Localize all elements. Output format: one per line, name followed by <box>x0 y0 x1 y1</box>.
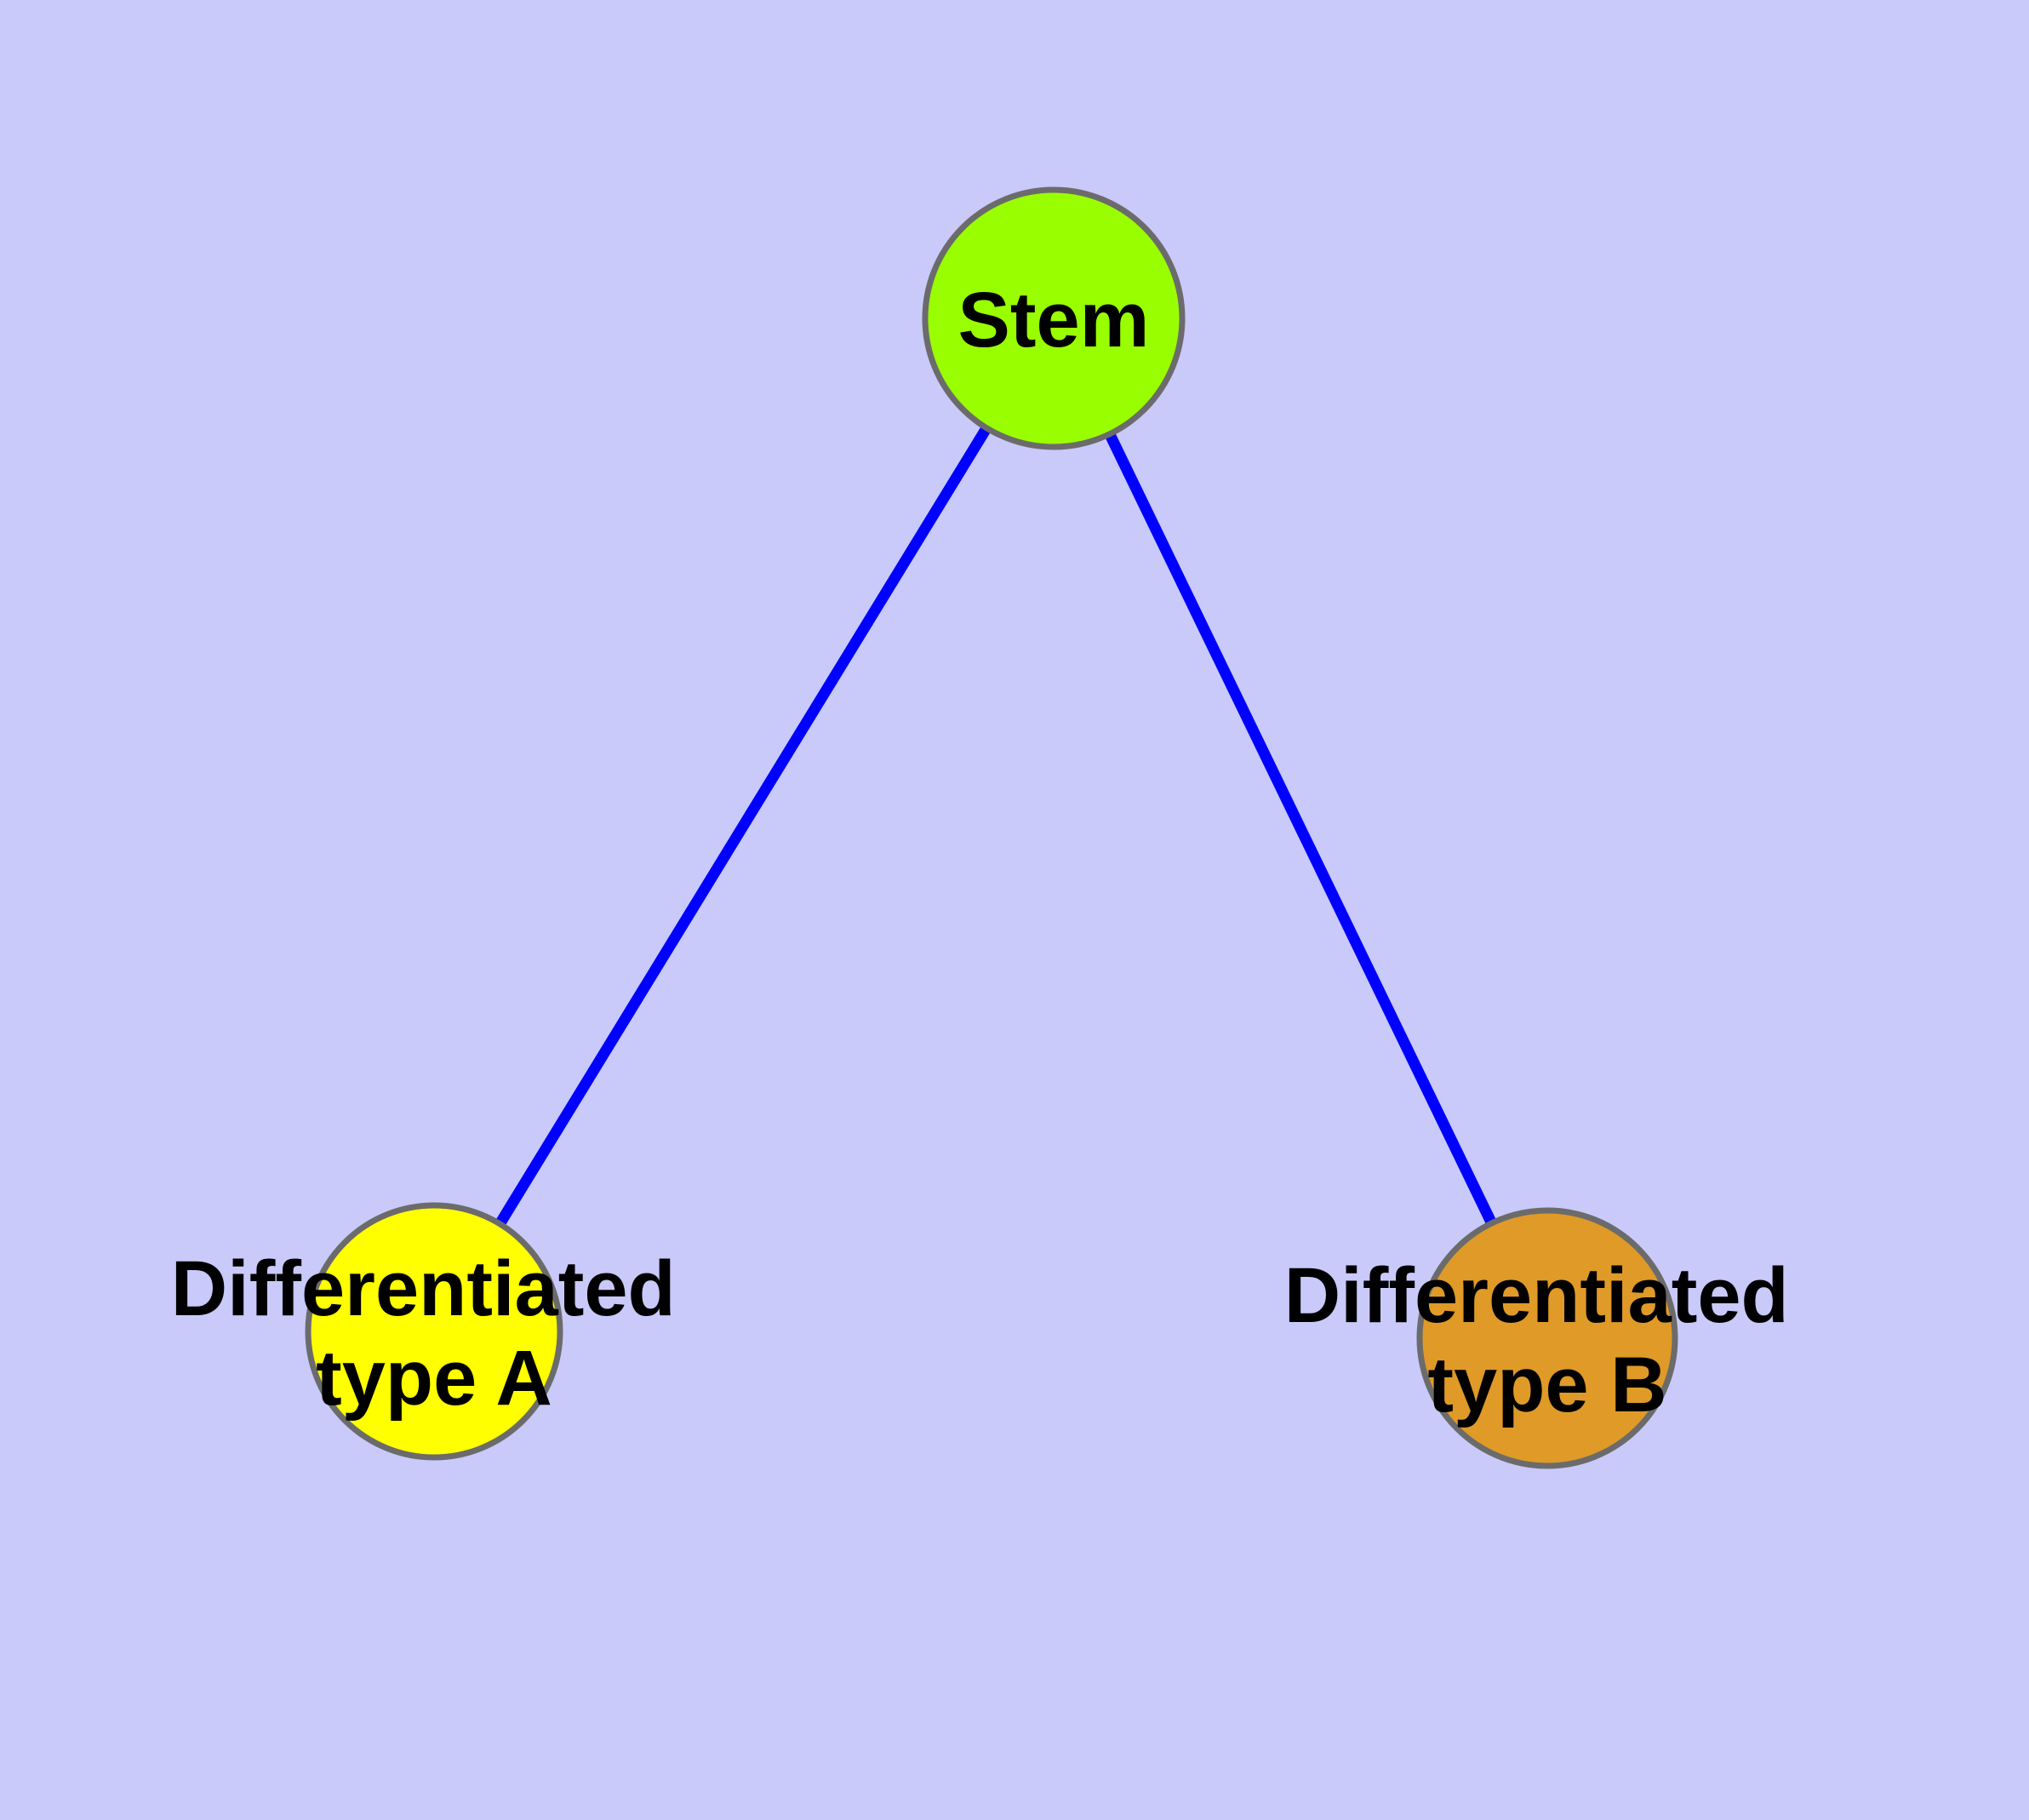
differentiated-type-b-node-circle <box>1416 1207 1678 1469</box>
differentiated-type-a-label-line-2: type A <box>316 1335 552 1422</box>
stem-node-circle <box>922 186 1186 450</box>
differentiated-type-a-node-circle <box>305 1202 563 1461</box>
differentiated-type-a-node-label: Differentiated type A <box>171 1245 698 1422</box>
differentiated-type-b-node-label: Differentiated type B <box>1284 1252 1811 1428</box>
differentiated-type-b-label-line-1: Differentiated <box>1284 1252 1789 1339</box>
differentiated-type-b-label-line-2: type B <box>1427 1342 1666 1428</box>
differentiated-type-a-label-line-1: Differentiated <box>171 1245 676 1332</box>
edge-stem-to-typeA <box>429 315 1059 1335</box>
edge-stem-to-typeB <box>1049 316 1552 1341</box>
stem-node-label: Stem <box>958 277 1150 363</box>
